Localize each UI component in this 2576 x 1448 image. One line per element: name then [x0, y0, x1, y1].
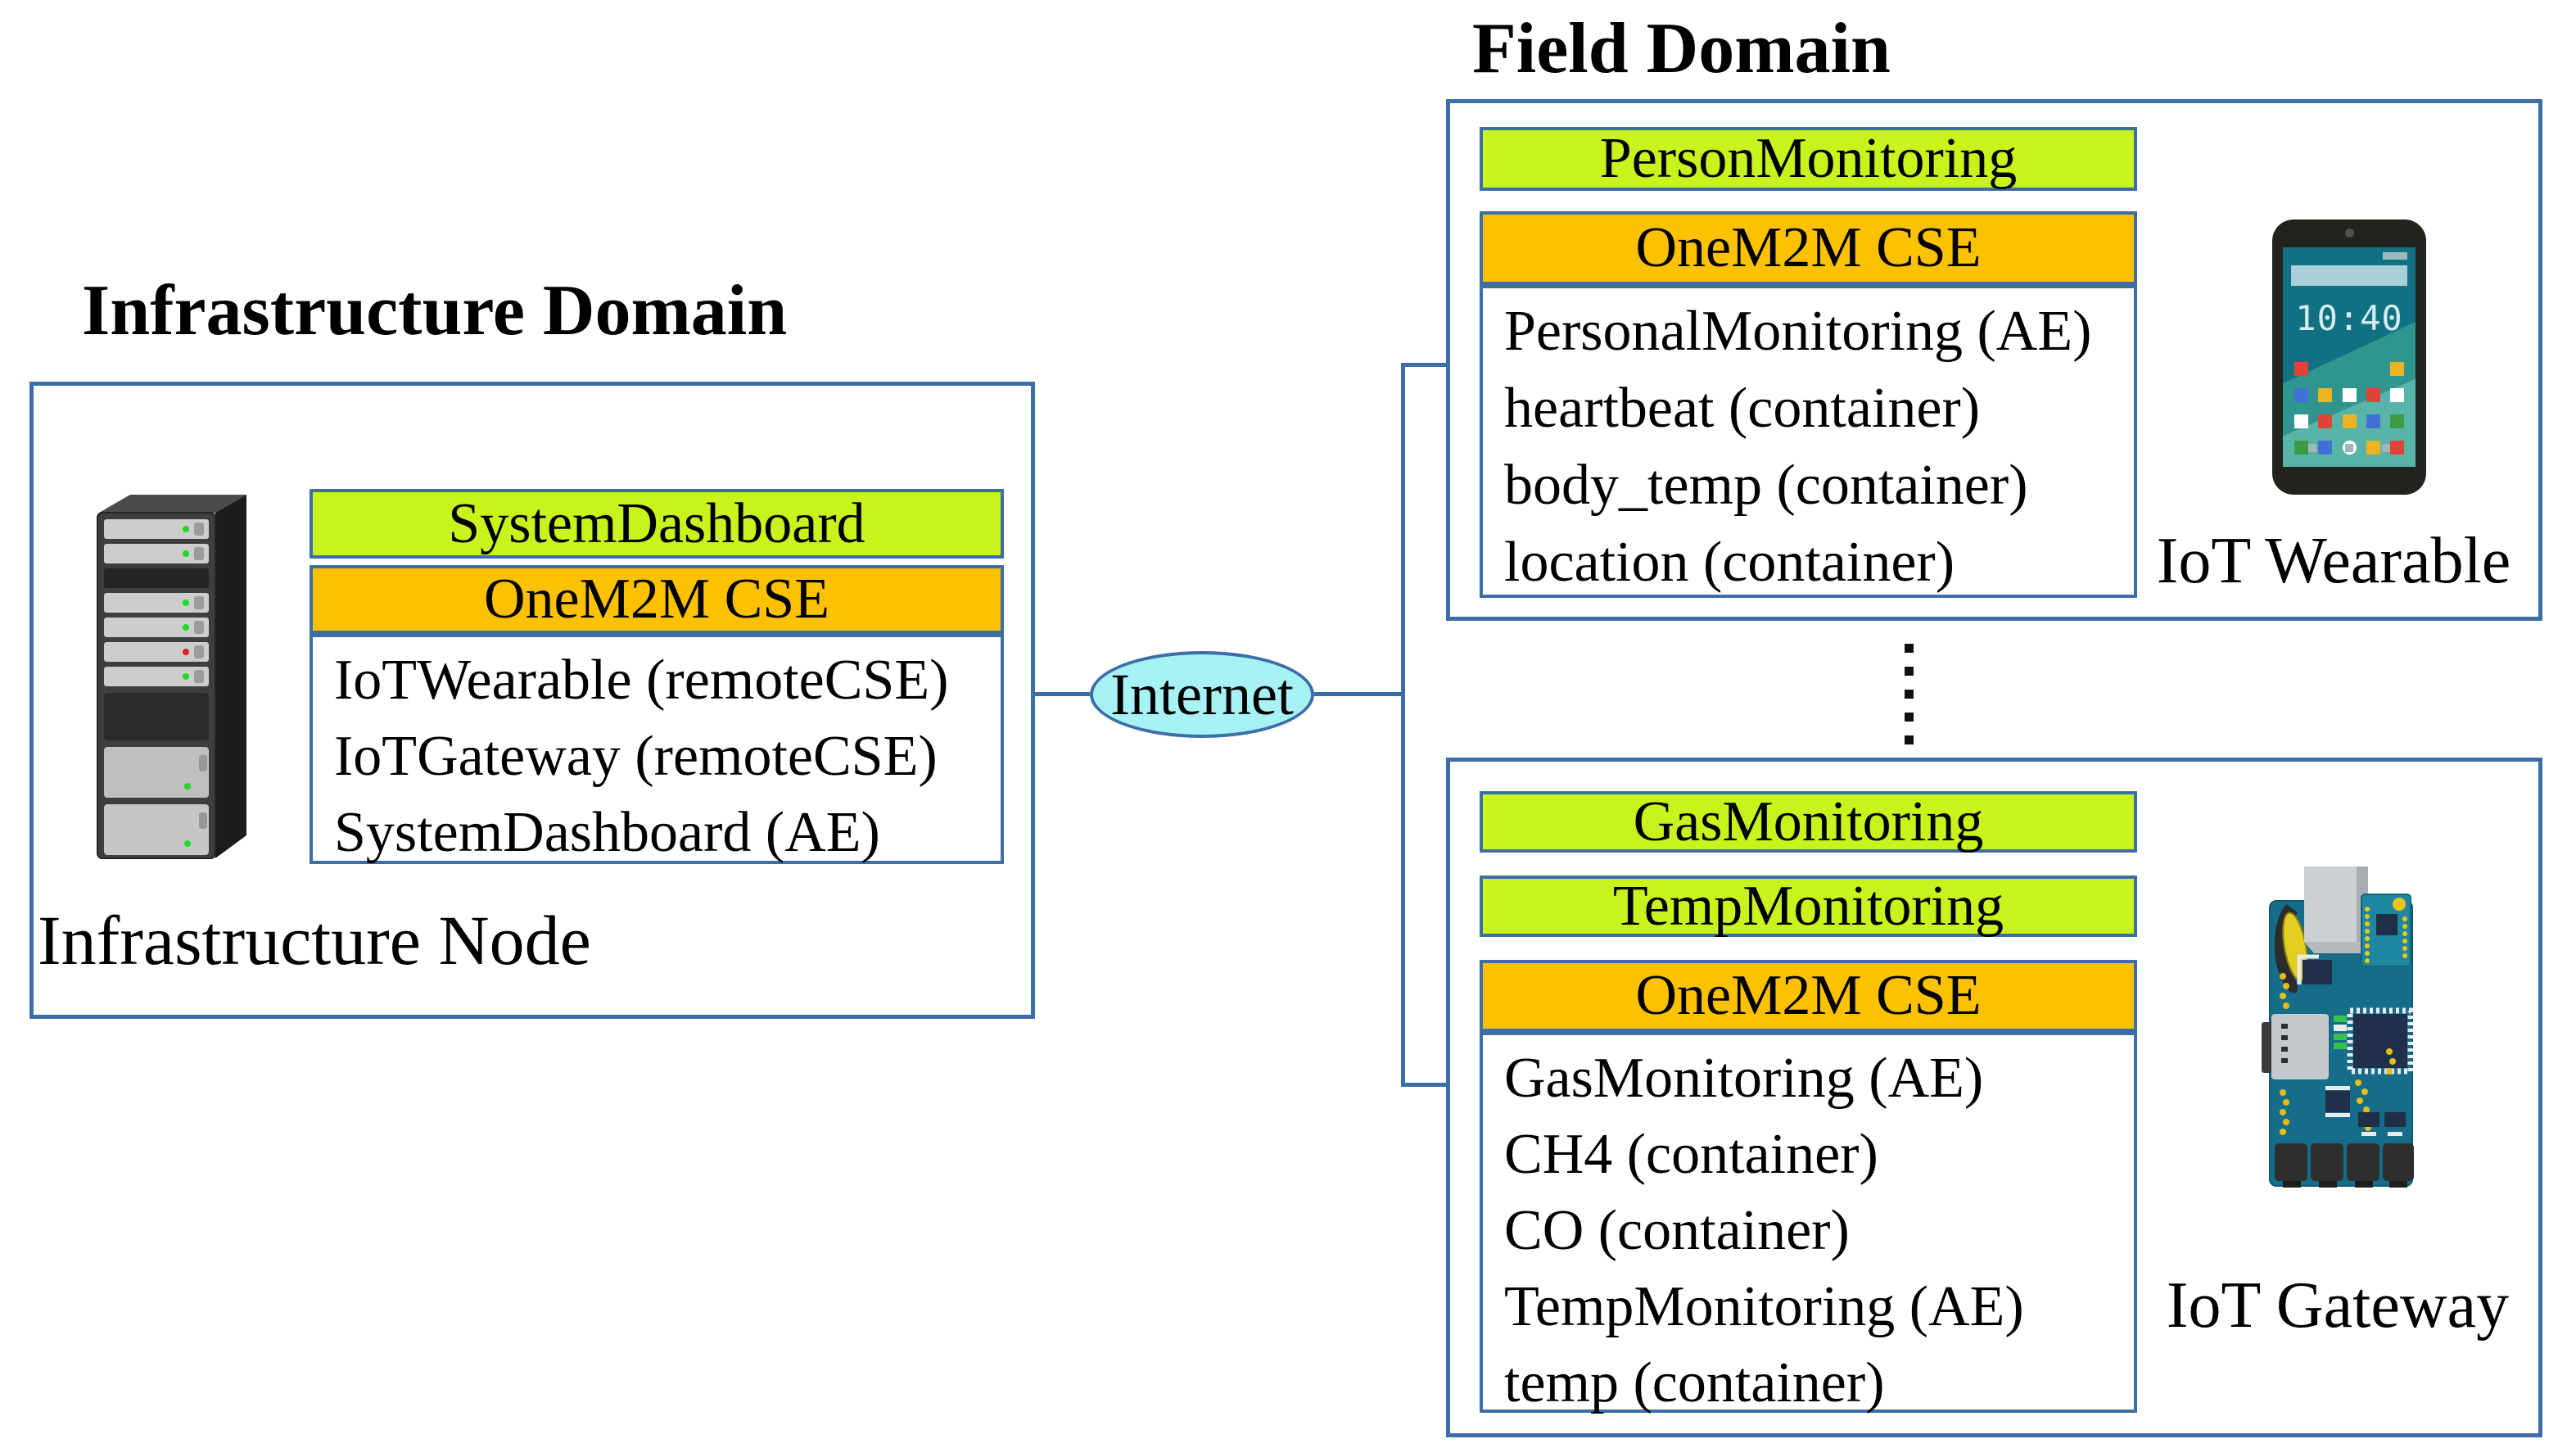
gateway-app-band-2: TempMonitoring	[1480, 874, 2137, 938]
gateway-device-label: IoT Gateway	[2166, 1269, 2510, 1342]
server-icon	[93, 491, 252, 864]
phone-screen: 10:40	[2283, 247, 2416, 467]
ellipsis-dots	[1905, 644, 1914, 744]
wearable-app-band: PersonMonitoring	[1480, 127, 2137, 191]
infrastructure-app-band: SystemDashboard	[310, 489, 1004, 559]
resource-item: heartbeat (container)	[1504, 377, 1981, 440]
resource-item: SystemDashboard (AE)	[334, 801, 880, 864]
field-domain-title: Field Domain	[1472, 9, 1891, 88]
internet-ellipse: Internet	[1090, 651, 1314, 738]
gateway-resource-list: GasMonitoring (AE) CH4 (container) CO (c…	[1480, 1032, 2137, 1414]
resource-item: GasMonitoring (AE)	[1504, 1047, 1984, 1110]
infrastructure-node-label: Infrastructure Node	[38, 901, 591, 980]
bracket-stub-top	[1401, 363, 1448, 367]
internet-label: Internet	[1110, 661, 1294, 727]
resource-item: temp (container)	[1504, 1351, 1885, 1414]
bracket-stub-bottom	[1401, 1083, 1448, 1087]
gateway-cse-label: OneM2M CSE	[1635, 964, 1982, 1027]
resource-item: IoTWearable (remoteCSE)	[334, 649, 949, 712]
circuit-board-icon	[2262, 862, 2419, 1189]
connector-line-right	[1314, 692, 1401, 696]
infrastructure-cse-band: OneM2M CSE	[310, 565, 1004, 634]
infrastructure-app-label: SystemDashboard	[448, 491, 865, 555]
wearable-cse-band: OneM2M CSE	[1480, 211, 2137, 285]
wearable-app-label: PersonMonitoring	[1599, 127, 2018, 190]
phone-clock: 10:40	[2295, 298, 2403, 338]
wearable-device-label: IoT Wearable	[2156, 525, 2511, 597]
gateway-app-label-1: GasMonitoring	[1633, 790, 1984, 853]
infrastructure-resource-list: IoTWearable (remoteCSE) IoTGateway (remo…	[310, 634, 1004, 864]
gateway-app-band-1: GasMonitoring	[1480, 790, 2137, 853]
connector-line-left	[1035, 692, 1090, 696]
resource-item: CH4 (container)	[1504, 1123, 1878, 1186]
infrastructure-cse-label: OneM2M CSE	[484, 568, 829, 631]
field-bracket-line	[1401, 363, 1405, 1087]
resource-item: location (container)	[1504, 531, 1955, 594]
resource-item: PersonalMonitoring (AE)	[1504, 300, 2092, 363]
gateway-app-label-2: TempMonitoring	[1612, 874, 2004, 938]
resource-item: body_temp (container)	[1504, 454, 2028, 517]
smartphone-icon: 10:40	[2272, 219, 2426, 495]
wearable-cse-label: OneM2M CSE	[1635, 216, 1982, 279]
resource-item: TempMonitoring (AE)	[1504, 1275, 2024, 1338]
gateway-cse-band: OneM2M CSE	[1480, 960, 2137, 1032]
wearable-resource-list: PersonalMonitoring (AE) heartbeat (conta…	[1480, 285, 2137, 598]
resource-item: IoTGateway (remoteCSE)	[334, 725, 938, 788]
phone-camera-dot	[2345, 229, 2354, 238]
infrastructure-domain-title: Infrastructure Domain	[82, 271, 788, 351]
resource-item: CO (container)	[1504, 1199, 1850, 1262]
